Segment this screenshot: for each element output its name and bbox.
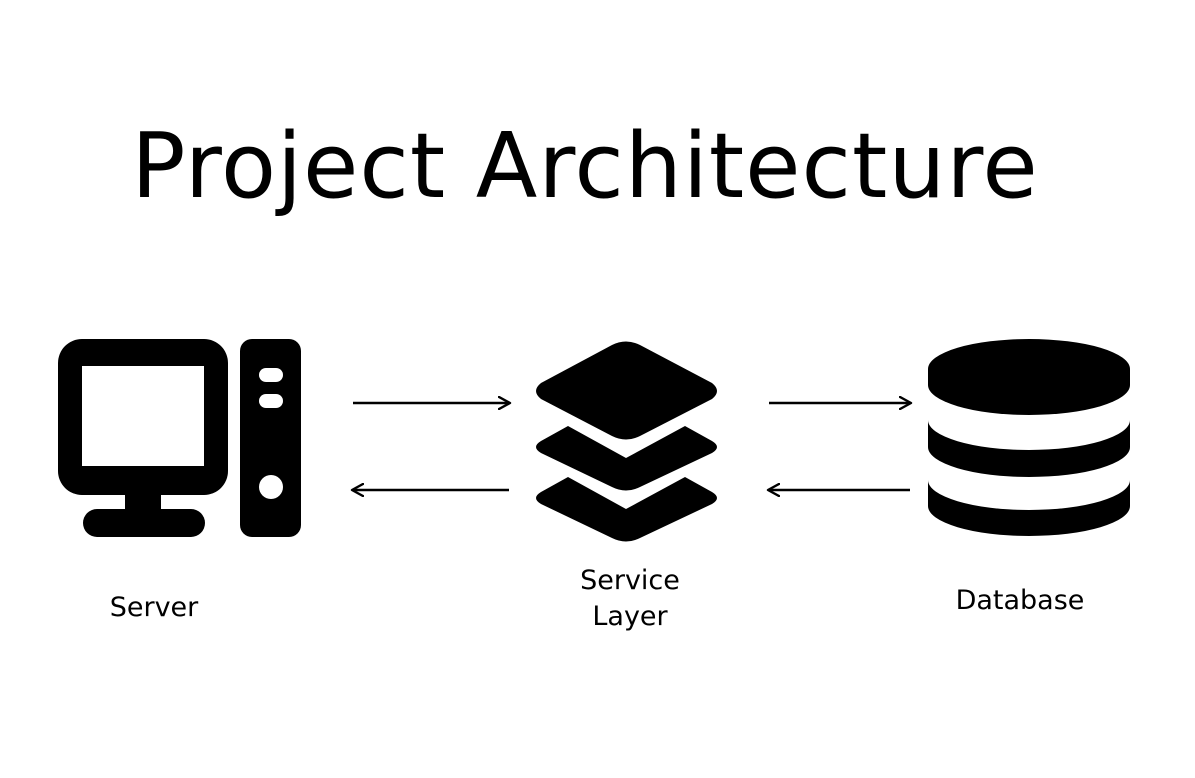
server-label: Server	[109, 592, 199, 623]
database-icon	[928, 339, 1130, 536]
service-layer-label: Service Layer	[580, 565, 680, 632]
desktop-computer-icon	[58, 339, 301, 537]
layers-icon	[536, 341, 717, 542]
diagram-title: Project Architecture	[131, 114, 1039, 219]
database-label: Database	[955, 585, 1085, 616]
